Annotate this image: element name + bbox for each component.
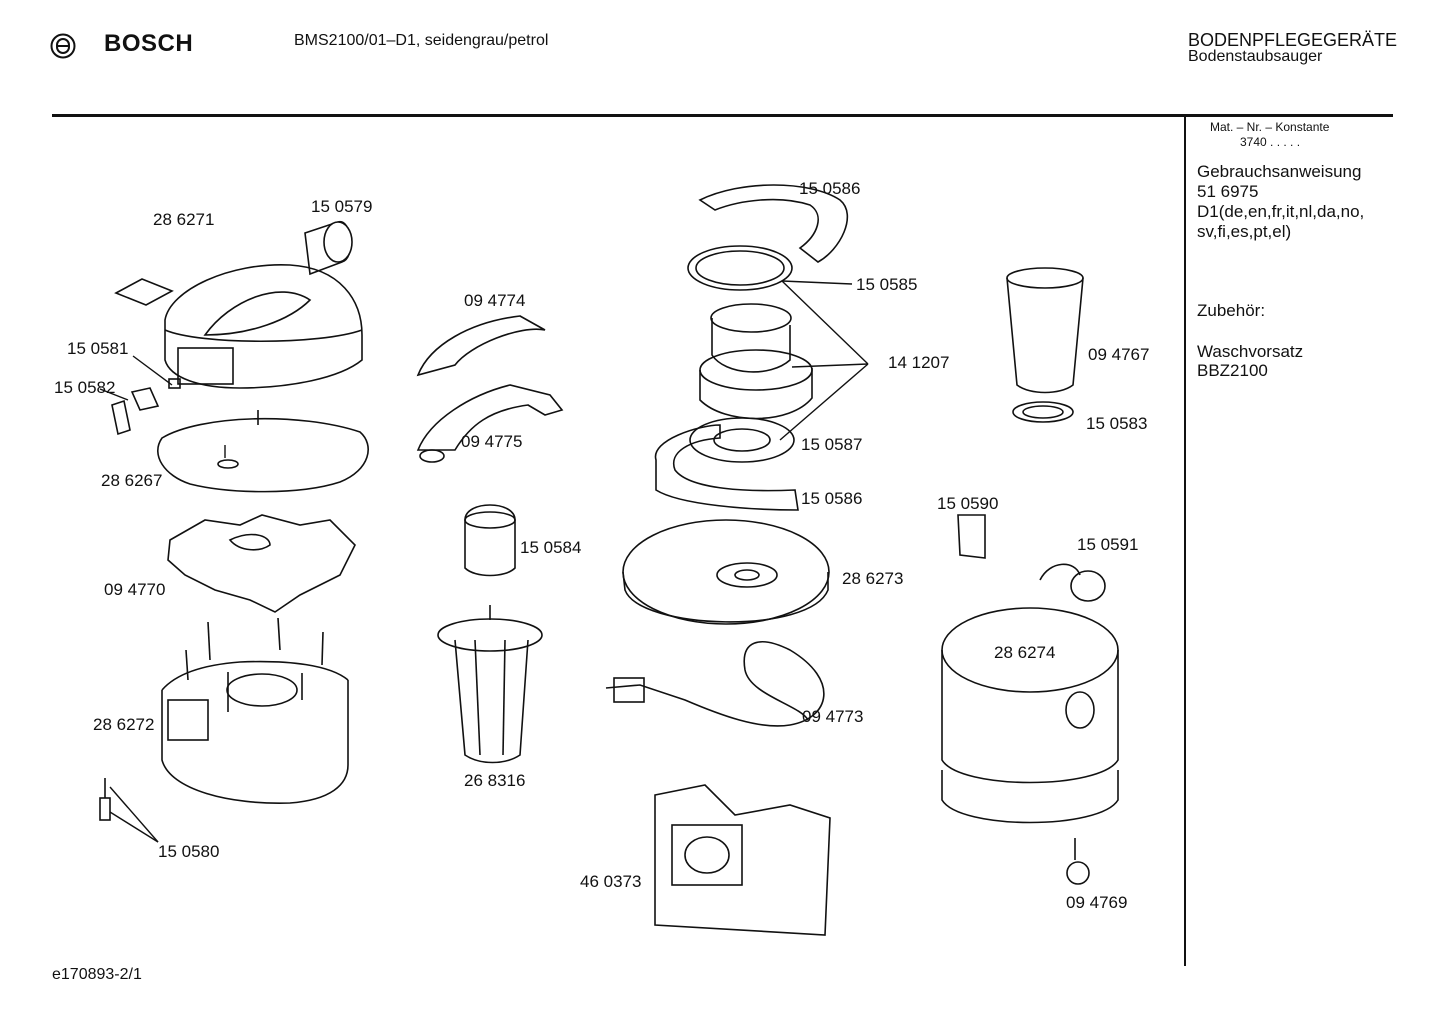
accessory-code: BBZ2100 — [1197, 361, 1268, 380]
part-label-460373: 46 0373 — [580, 872, 642, 891]
category-title: BODENPFLEGEGERÄTE — [1188, 30, 1398, 50]
manual-title: Gebrauchsanweisung — [1197, 162, 1362, 181]
motor-ring-top-part — [687, 245, 793, 291]
part-label-150585: 15 0585 — [856, 275, 918, 294]
switch-parts — [111, 378, 181, 436]
subcategory-title: Bodenstaubsauger — [1188, 48, 1323, 65]
motor-plate-part — [157, 410, 369, 493]
part-label-150586-top: 15 0586 — [799, 179, 861, 198]
part-label-150587: 15 0587 — [801, 435, 863, 454]
motor-ring-bottom-part — [689, 417, 795, 463]
part-label-268316: 26 8316 — [464, 771, 526, 790]
part-label-150582: 15 0582 — [54, 378, 116, 397]
motor-housing-part — [161, 617, 349, 804]
castor-wheel-part — [1066, 838, 1090, 885]
part-label-150579: 15 0579 — [311, 197, 373, 216]
filter-cap-part — [304, 221, 353, 276]
accessory-name: Waschvorsatz — [1197, 342, 1304, 361]
part-label-094775: 09 4775 — [461, 432, 523, 451]
power-cord-part — [605, 641, 825, 727]
part-label-150586-bottom: 15 0586 — [801, 489, 863, 508]
motor-cover-part — [164, 264, 363, 389]
sidebar-divider — [1184, 116, 1186, 966]
part-label-094767: 09 4767 — [1088, 345, 1150, 364]
mat-number-value: 3740 . . . . . — [1240, 135, 1301, 149]
wash-cup-part — [1006, 267, 1084, 394]
part-label-150591: 15 0591 — [1077, 535, 1139, 554]
part-label-286273: 28 6273 — [842, 569, 904, 588]
wash-cup-ring-part — [1012, 401, 1074, 423]
bosch-logo-icon — [50, 33, 76, 59]
part-label-150583: 15 0583 — [1086, 414, 1148, 433]
part-label-286272: 28 6272 — [93, 715, 155, 734]
handle-bottom-part — [416, 384, 564, 463]
filter-pad-part — [114, 278, 174, 306]
handle-top-part — [416, 315, 546, 377]
model-title: BMS2100/01–D1, seidengrau/petrol — [294, 32, 549, 49]
swivel-castor-small-part — [99, 778, 111, 821]
seal-ring-top-part — [698, 184, 849, 263]
accessories-title: Zubehör: — [1197, 301, 1266, 320]
part-label-094770: 09 4770 — [104, 580, 166, 599]
part-label-094769: 09 4769 — [1066, 893, 1128, 912]
filter-basket-part — [437, 605, 543, 764]
manual-languages-line1: D1(de,en,fr,it,nl,da,no, — [1197, 202, 1365, 221]
mat-number-label: Mat. – Nr. – Konstante — [1210, 120, 1330, 134]
part-label-094773: 09 4773 — [802, 707, 864, 726]
part-label-150580: 15 0580 — [158, 842, 220, 861]
part-label-141207: 14 1207 — [888, 353, 950, 372]
part-label-094774: 09 4774 — [464, 291, 526, 310]
brand-name: BOSCH — [104, 30, 194, 57]
filter-sleeve-part — [464, 504, 516, 577]
part-label-150581: 15 0581 — [67, 339, 129, 358]
wheel-knob-part — [1039, 563, 1106, 602]
header-divider — [52, 114, 1393, 117]
manual-languages-line2: sv,fi,es,pt,el) — [1197, 222, 1292, 241]
gasket-plate-part — [167, 514, 356, 613]
motor-unit-part — [699, 303, 813, 420]
part-label-150590: 15 0590 — [937, 494, 999, 513]
seal-ring-bottom-part — [654, 424, 799, 511]
manual-number: 51 6975 — [1197, 182, 1259, 201]
part-label-286274: 28 6274 — [994, 643, 1056, 662]
container-top-part — [622, 519, 830, 625]
drawing-id: e170893-2/1 — [52, 966, 142, 983]
container-bin-part — [941, 607, 1119, 824]
dust-bag-part — [654, 784, 831, 936]
part-label-286267: 28 6267 — [101, 471, 163, 490]
part-label-150584: 15 0584 — [520, 538, 582, 557]
part-label-286271: 28 6271 — [153, 210, 215, 229]
leader-lines — [99, 280, 869, 843]
latch-clip-part — [957, 514, 986, 559]
